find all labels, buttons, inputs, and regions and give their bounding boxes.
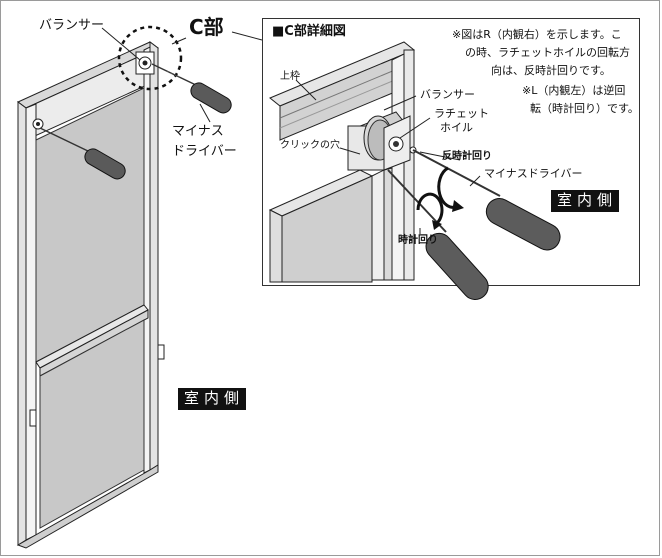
detail-screwdriver-label: マイナスドライバー [484,167,583,180]
detail-note-line1: ※図はR（内観右）を示します。こ [452,28,622,41]
top-frame-label: 上枠 [280,71,300,82]
detail-note2-line2: 転（時計回り）です。 [530,102,639,115]
ratchet-label-line1: ラチェット [434,107,489,120]
ratchet-label-line2: ホイル [440,121,473,134]
screwdriver-label-line1: マイナス [172,124,224,139]
detail-title: ■C部詳細図 [272,24,346,39]
indoor-tag: 室内側 [178,388,247,410]
detail-note-line2: の時、ラチェットホイルの回転方 [465,46,630,59]
c-part-label: C部 [189,15,224,39]
detail-indoor-tag: 室内側 [551,190,620,212]
balancer-label: バランサー [39,18,105,33]
screwdriver-label-line2: ドライバー [172,144,237,159]
detail-balancer-label: バランサー [420,88,475,101]
counterclockwise-label: 反時計回り [442,151,492,162]
detail-note-line3: 向は、反時計回りです。 [491,64,611,77]
clockwise-label: 時計回り [398,235,438,246]
detail-note2-line1: ※L（内観左）は逆回 [522,84,626,97]
click-hole-label: クリックの穴 [280,140,340,151]
